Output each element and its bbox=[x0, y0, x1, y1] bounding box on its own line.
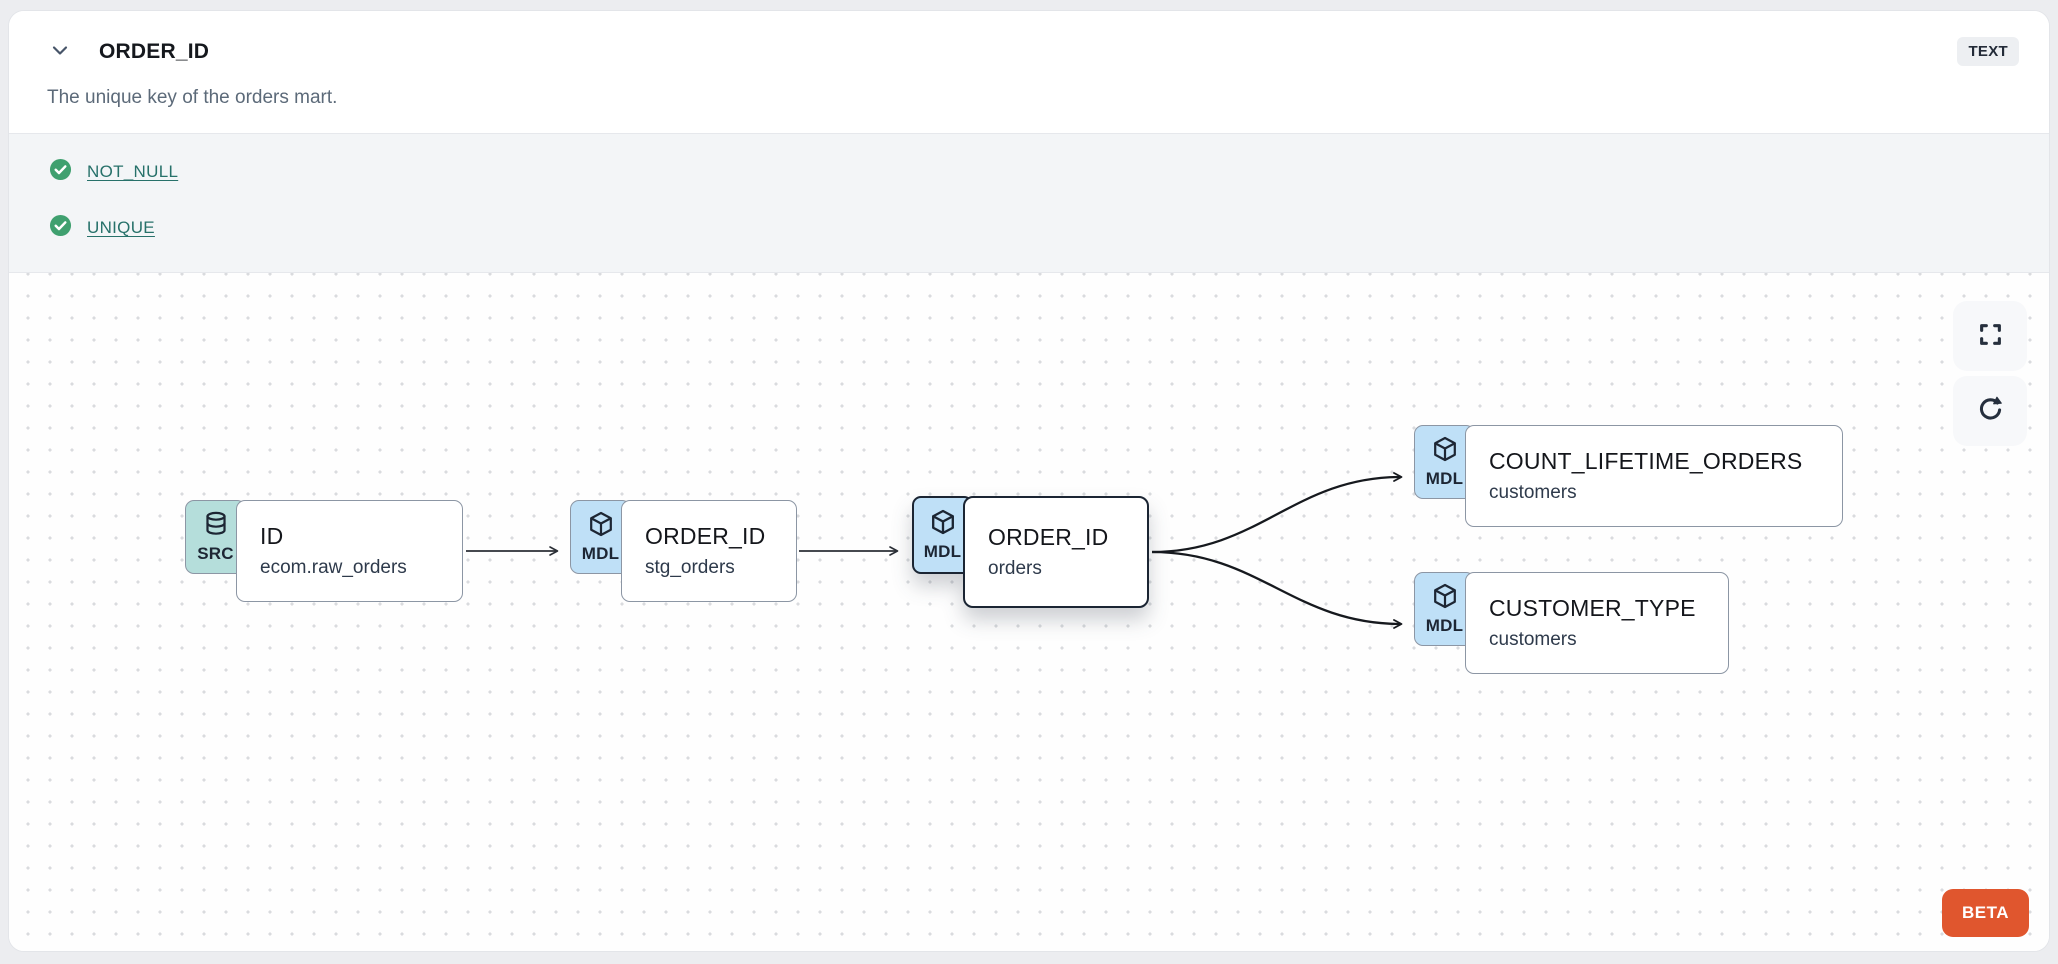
test-link-not-null[interactable]: NOT_NULL bbox=[87, 162, 179, 181]
model-badge: MDL bbox=[570, 500, 631, 574]
node-badge-label: MDL bbox=[1425, 469, 1464, 488]
test-row-not-null: NOT_NULL bbox=[49, 158, 2011, 186]
lineage-node-order-id-orders-selected[interactable]: MDL ORDER_ID orders bbox=[912, 496, 1149, 608]
refresh-button[interactable] bbox=[1953, 376, 2027, 446]
canvas-controls bbox=[1953, 301, 2027, 446]
node-model-name: customers bbox=[1489, 629, 1577, 650]
check-circle-icon bbox=[49, 158, 72, 186]
edge-orders-to-ctype bbox=[1151, 550, 1403, 629]
test-link-unique[interactable]: UNIQUE bbox=[87, 218, 155, 237]
model-badge: MDL bbox=[1414, 425, 1475, 499]
node-column-name: COUNT_LIFETIME_ORDERS bbox=[1489, 448, 1803, 474]
fullscreen-button[interactable] bbox=[1953, 301, 2027, 371]
cube-icon bbox=[1431, 582, 1459, 615]
column-description: The unique key of the orders mart. bbox=[47, 87, 338, 108]
beta-badge: BETA bbox=[1941, 889, 2029, 937]
column-detail-panel: ORDER_ID TEXT The unique key of the orde… bbox=[8, 10, 2050, 952]
node-card: CUSTOMER_TYPE customers bbox=[1465, 572, 1729, 674]
node-model-name: ecom.raw_orders bbox=[260, 557, 407, 578]
refresh-icon bbox=[1977, 396, 2004, 426]
lineage-node-count-lifetime-orders[interactable]: MDL COUNT_LIFETIME_ORDERS customers bbox=[1414, 425, 1843, 527]
cube-icon bbox=[587, 510, 615, 543]
column-title: ORDER_ID bbox=[99, 39, 210, 63]
tests-section: NOT_NULL UNIQUE bbox=[9, 133, 2049, 272]
node-column-name: ORDER_ID bbox=[645, 523, 766, 549]
lineage-node-order-id-stg-orders[interactable]: MDL ORDER_ID stg_orders bbox=[570, 500, 797, 602]
chevron-down-icon bbox=[48, 38, 72, 65]
node-card: ID ecom.raw_orders bbox=[236, 500, 463, 602]
node-badge-label: SRC bbox=[197, 544, 234, 563]
cube-icon bbox=[929, 508, 957, 541]
node-card: ORDER_ID orders bbox=[963, 496, 1149, 608]
node-card: ORDER_ID stg_orders bbox=[621, 500, 797, 602]
node-card: COUNT_LIFETIME_ORDERS customers bbox=[1465, 425, 1843, 527]
node-model-name: stg_orders bbox=[645, 557, 735, 578]
check-circle-icon bbox=[49, 214, 72, 242]
node-column-name: ORDER_ID bbox=[988, 524, 1109, 550]
node-column-name: CUSTOMER_TYPE bbox=[1489, 595, 1696, 621]
lineage-canvas[interactable]: SRC ID ecom.raw_orders MDL ORDER_ID stg_… bbox=[9, 272, 2049, 951]
lineage-node-customer-type[interactable]: MDL CUSTOMER_TYPE customers bbox=[1414, 572, 1729, 674]
test-row-unique: UNIQUE bbox=[49, 214, 2011, 242]
node-model-name: customers bbox=[1489, 482, 1577, 503]
fullscreen-icon bbox=[1978, 322, 2003, 350]
collapse-button[interactable] bbox=[47, 39, 73, 65]
node-column-name: ID bbox=[260, 523, 284, 549]
panel-header: ORDER_ID TEXT The unique key of the orde… bbox=[9, 11, 2049, 133]
node-badge-label: MDL bbox=[581, 544, 620, 563]
source-badge: SRC bbox=[185, 500, 246, 574]
model-badge: MDL bbox=[1414, 572, 1475, 646]
node-model-name: orders bbox=[988, 558, 1042, 579]
cube-icon bbox=[1431, 435, 1459, 468]
database-icon bbox=[202, 510, 230, 543]
node-badge-label: MDL bbox=[1425, 616, 1464, 635]
column-type-badge: TEXT bbox=[1957, 37, 2019, 66]
lineage-edges bbox=[466, 472, 1403, 629]
node-badge-label: MDL bbox=[923, 542, 962, 561]
model-badge: MDL bbox=[912, 496, 973, 574]
edge-orders-to-count bbox=[1151, 472, 1403, 554]
lineage-node-id-ecom-raw-orders[interactable]: SRC ID ecom.raw_orders bbox=[185, 500, 463, 602]
